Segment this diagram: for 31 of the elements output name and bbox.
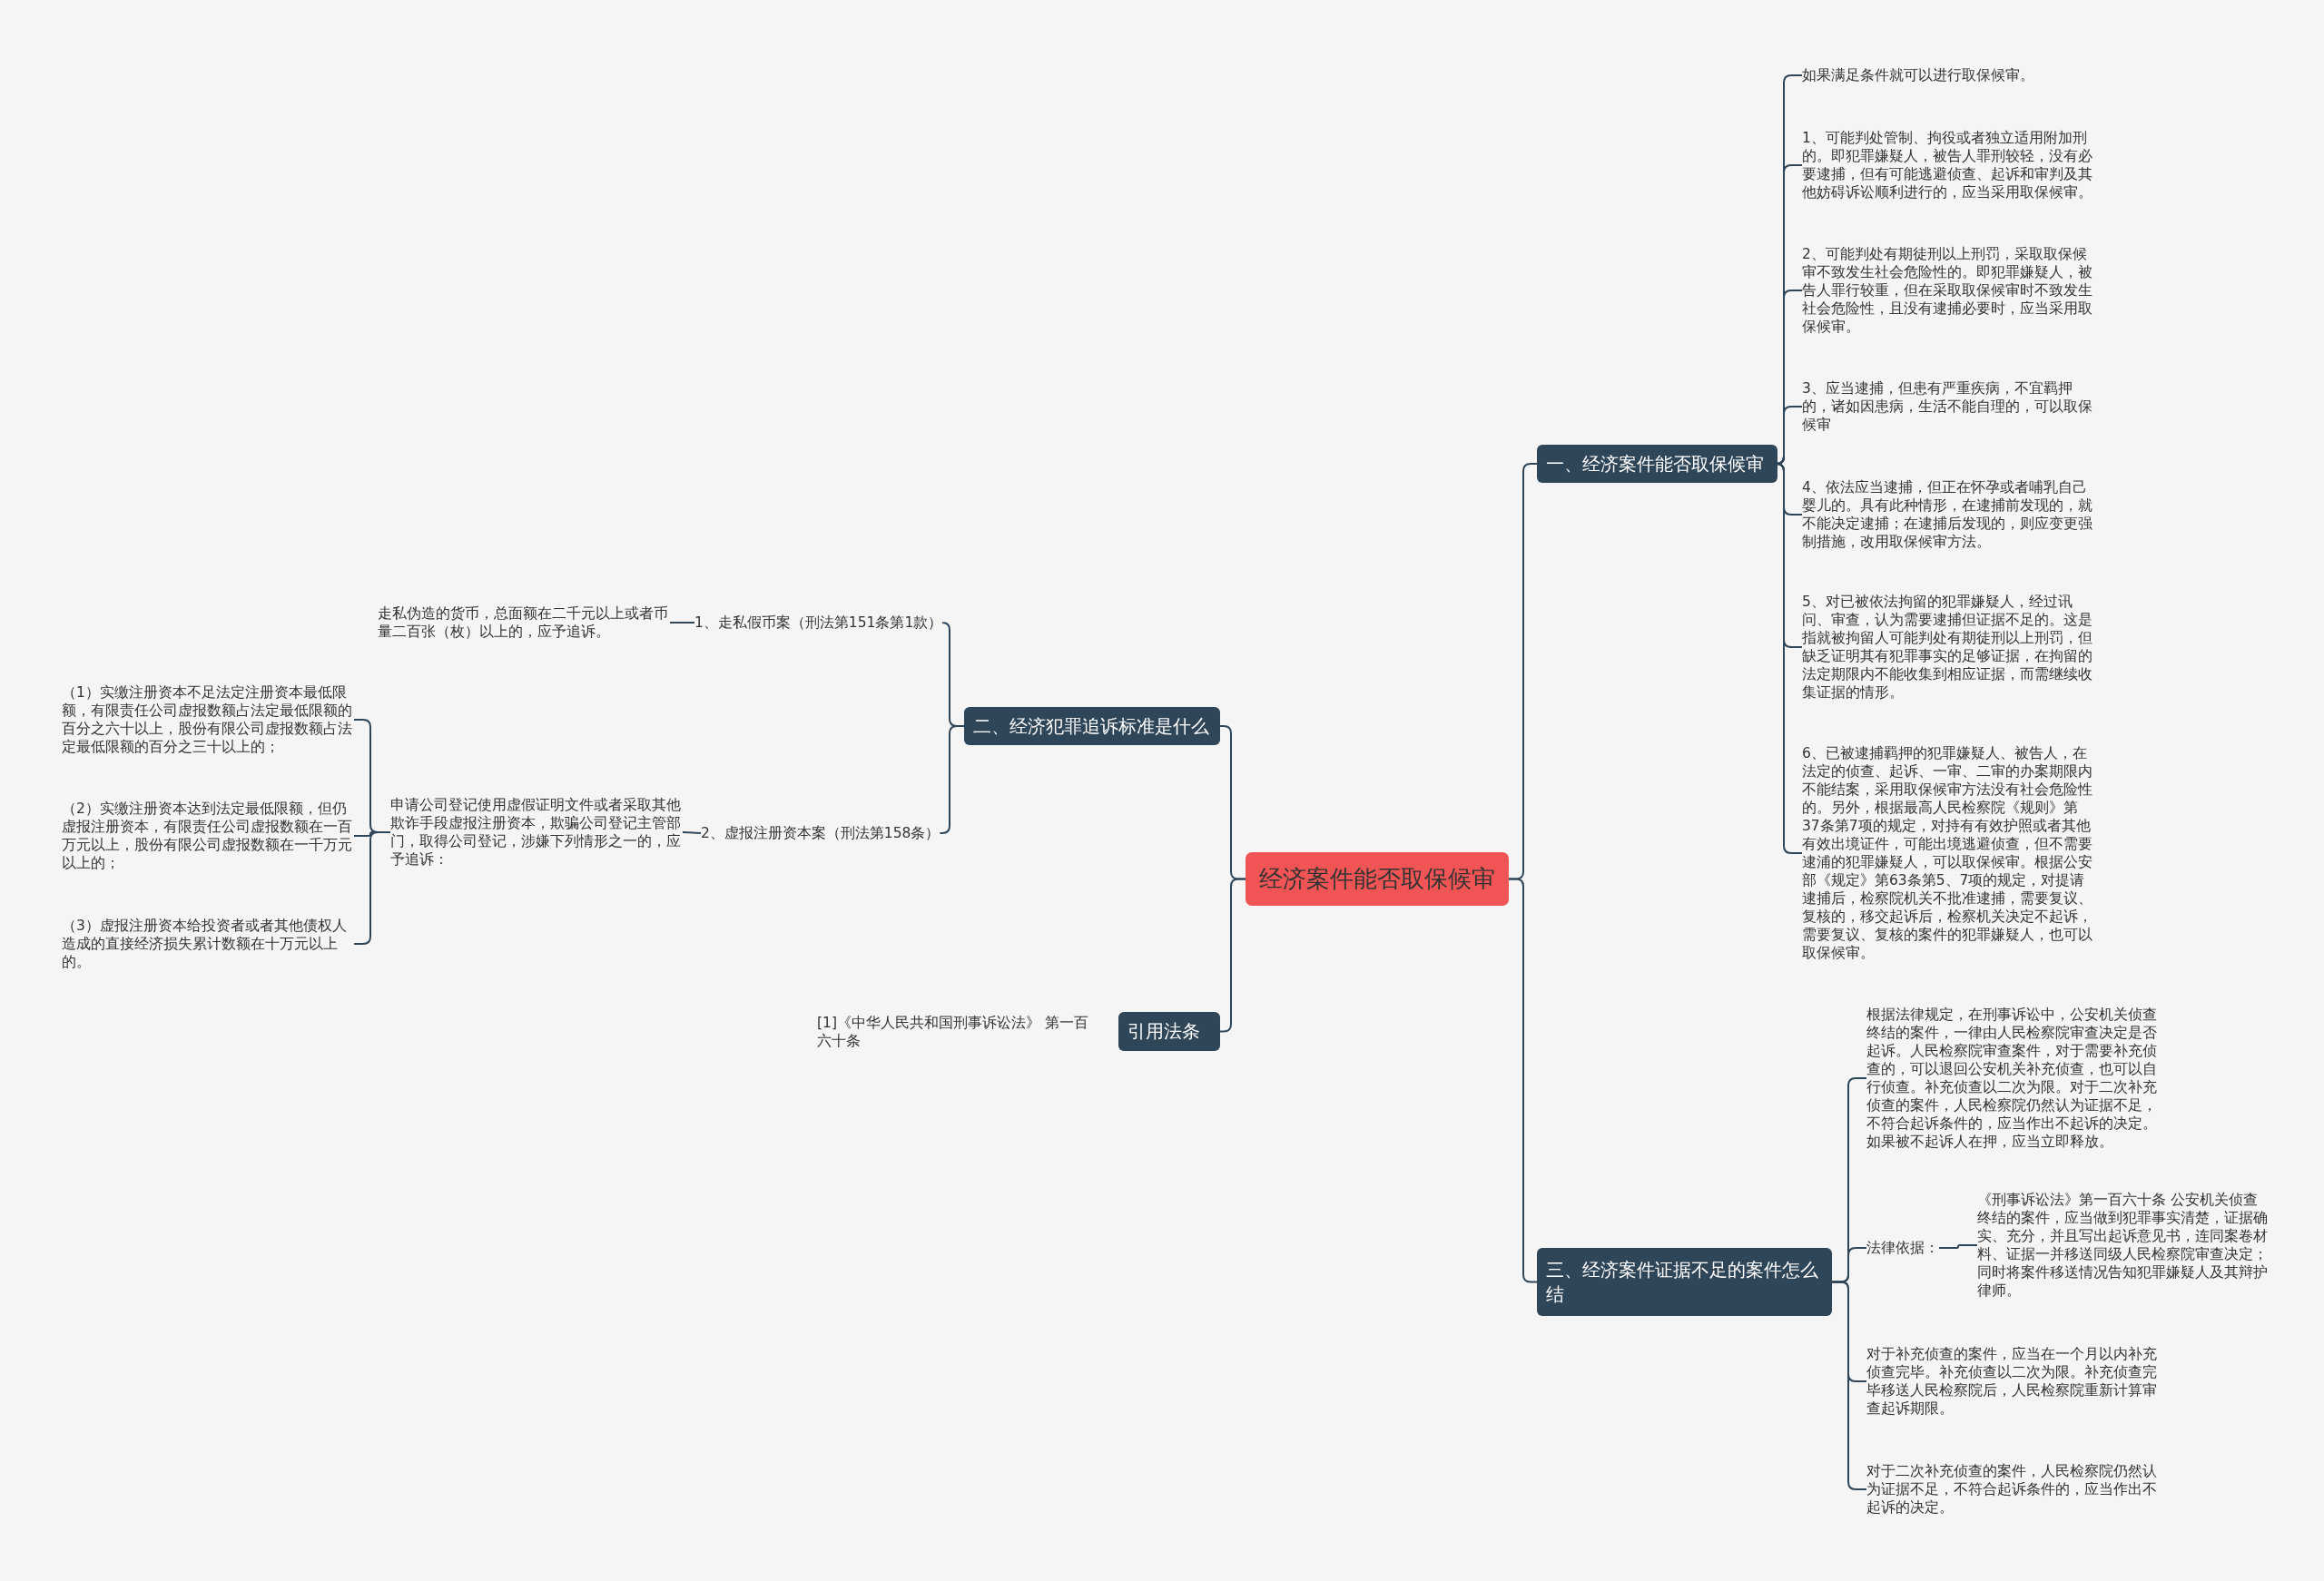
topic-box: 一、经济案件能否取保候审 xyxy=(1537,445,1777,483)
topic-text: 3、应当逮捕，但患有严重疾病，不宜羁押的，诸如因患病，生活不能自理的，可以取保候审 xyxy=(1802,379,2094,434)
topic-text: 对于补充侦查的案件，应当在一个月以内补充侦查完毕。补充侦查以二次为限。补充侦查完毕移送人民检察院后，人民检察院重新计算审查起诉期限。 xyxy=(1866,1345,2159,1418)
topic-text: 根据法律规定，在刑事诉讼中，公安机关侦查终结的案件，一律由人民检察院审查决定是否起诉。人民检察院审查案件，对于需要补充侦查的，可以退回公安机关补充侦查，也可以自行侦查。补充侦查以二次为限。对于二次补充侦查的案件，人民检察院仍然认为证据不足，不符合起诉条件的，应当作出不起诉的决定。如果被不起诉人在押，应当立即释放。 xyxy=(1866,1006,2159,1151)
topic-text: 2、虚报注册资本案（刑法第158条） xyxy=(701,824,940,842)
connector-line xyxy=(1219,878,1246,1033)
topic-text: 4、依法应当逮捕，但正在怀孕或者哺乳自己婴儿的。具有此种情形，在逮捕前发现的，就不能决定逮捕；在逮捕后发现的，则应变更强制措施，改用取保候审方法。 xyxy=(1802,478,2094,551)
topic-text: 5、对已被依法拘留的犯罪嫌疑人，经过讯问、审查，认为需要逮捕但证据不足的。这是指就被拘留人可能判处有期徒刑以上刑罚，但缺乏证明其有犯罪事实的足够证据，在拘留的法定期限内不能收集到相应证据，而需继续收集证据的情形。 xyxy=(1802,593,2094,702)
connector-line xyxy=(1776,463,1803,854)
topic-text: （1）实缴注册资本不足法定注册资本最低限额，有限责任公司虚报数额占法定最低限额的百分之六十以上，股份有限公司虚报数额占法定最低限额的百分之三十以上的； xyxy=(62,683,354,756)
topic-text: 对于二次补充侦查的案件，人民检察院仍然认为证据不足，不符合起诉条件的，应当作出不起诉的决定。 xyxy=(1866,1462,2159,1517)
topic-text: 如果满足条件就可以进行取保候审。 xyxy=(1802,66,2102,84)
topic-text: 2、可能判处有期徒刑以上刑罚，采取取保候审不致发生社会危险性的。即犯罪嫌疑人，被告人罪行较重，但在采取取保候审时不致发生社会危险性，且没有逮捕必要时，应当采用取保候审。 xyxy=(1802,245,2094,336)
topic-text: 法律依据： xyxy=(1866,1239,1939,1257)
topic-text: （3）虚报注册资本给投资者或者其他债权人造成的直接经济损失累计数额在十万元以上的。 xyxy=(62,917,354,971)
connector-line xyxy=(1938,1244,1978,1249)
topic-box: 三、经济案件证据不足的案件怎么结 xyxy=(1537,1248,1832,1316)
connector-line xyxy=(682,831,702,834)
topic-text: 1、走私假币案（刑法第151条第1款） xyxy=(694,614,943,632)
central-topic-box: 经济案件能否取保候审 xyxy=(1246,852,1509,906)
topic-text: [1]《中华人民共和国刑事诉讼法》 第一百六十条 xyxy=(817,1014,1100,1050)
topic-text: 6、已被逮捕羁押的犯罪嫌疑人、被告人，在法定的侦查、起诉、一审、二审的办案期限内不能结案，采用取保候审方法没有社会危险性的。另外，根据最高人民检察院《规则》第37条第7项的规定，对持有有效护照或者其他有效出境证件，可能出境逃避侦查，但不需要逮浦的犯罪嫌疑人，可以取保候审。根据公安部《规定》第63条第5、7项的规定，对提请逮捕后，检察院机关不批准逮捕，需要复议、复核的，移交起诉后，检察机关决定不起诉，需要复议、复核的案件的犯罪嫌疑人，也可以取保候审。 xyxy=(1802,744,2094,962)
topic-text: 《刑事诉讼法》第一百六十条 公安机关侦查终结的案件，应当做到犯罪事实清楚，证据确实、充分，并且写出起诉意见书，连同案卷材料、证据一并移送同级人民检察院审查决定；同时将案件移送情况告知犯罪嫌疑人及其辩护律师。 xyxy=(1977,1191,2270,1300)
connector-line xyxy=(669,622,695,624)
topic-text: 走私伪造的货币，总面额在二千元以上或者币量二百张（枚）以上的，应予追诉。 xyxy=(378,604,670,641)
topic-box: 二、经济犯罪追诉标准是什么 xyxy=(964,707,1220,745)
topic-text: 1、可能判处管制、拘役或者独立适用附加刑的。即犯罪嫌疑人，被告人罪刑较轻，没有必要逮捕，但有可能逃避侦查、起诉和审判及其他妨碍诉讼顺利进行的，应当采用取保候审。 xyxy=(1802,129,2094,201)
topic-text: 申请公司登记使用虚假证明文件或者采取其他欺诈手段虚报注册资本，欺骗公司登记主管部门，取得公司登记，涉嫌下列情形之一的，应予追诉： xyxy=(390,796,683,869)
topic-text: （2）实缴注册资本达到法定最低限额，但仍虚报注册资本，有限责任公司虚报数额在一百万元以上，股份有限公司虚报数额在一千万元以上的； xyxy=(62,800,354,872)
connector-line xyxy=(939,725,965,834)
topic-box: 引用法条 xyxy=(1118,1012,1220,1051)
